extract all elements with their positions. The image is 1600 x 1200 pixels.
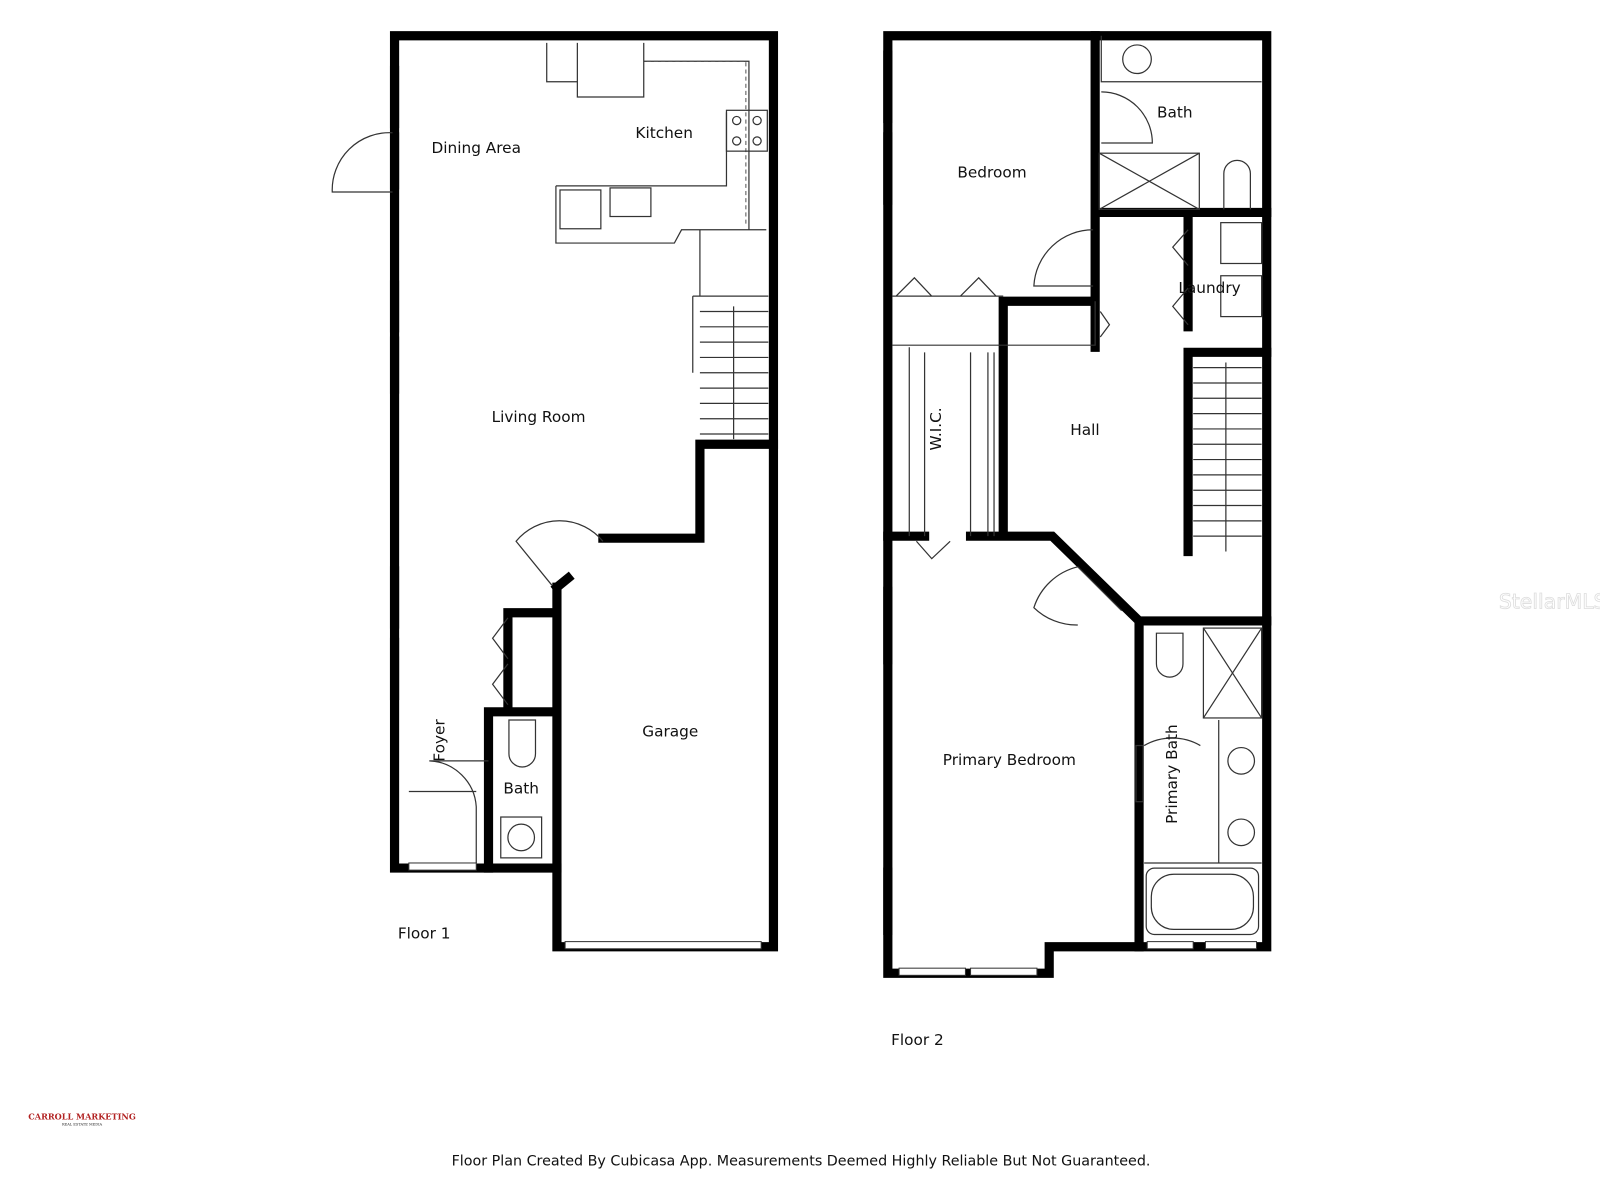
room-label-laundry: Laundry — [1178, 279, 1240, 297]
room-label-foyer: Foyer — [431, 719, 449, 762]
room-label-wic: W.I.C. — [927, 407, 945, 450]
room-label-primary-bath: Primary Bath — [1163, 724, 1181, 824]
room-label-bath-2: Bath — [1157, 103, 1193, 121]
room-label-garage: Garage — [642, 722, 698, 740]
room-label-kitchen: Kitchen — [635, 124, 693, 142]
room-label-hall: Hall — [1070, 421, 1099, 439]
floor-2-plan — [883, 31, 1272, 978]
room-label-primary-bedroom: Primary Bedroom — [943, 751, 1076, 769]
room-label-bath-1: Bath — [503, 780, 539, 798]
carroll-marketing-logo: CARROLL MARKETING REAL ESTATE MEDIA — [28, 1111, 136, 1126]
room-label-dining: Dining Area — [432, 139, 521, 157]
footer-disclaimer: Floor Plan Created By Cubicasa App. Meas… — [452, 1153, 1151, 1169]
watermark: StellarMLS — [1499, 590, 1600, 614]
floor-1-label: Floor 1 — [398, 925, 451, 943]
floor-2-label: Floor 2 — [891, 1031, 944, 1049]
room-label-bedroom: Bedroom — [957, 164, 1026, 182]
logo-tagline: REAL ESTATE MEDIA — [62, 1122, 103, 1126]
room-label-living: Living Room — [492, 408, 586, 426]
floor-1-plan — [331, 31, 779, 952]
logo-name: CARROLL MARKETING — [28, 1111, 136, 1121]
